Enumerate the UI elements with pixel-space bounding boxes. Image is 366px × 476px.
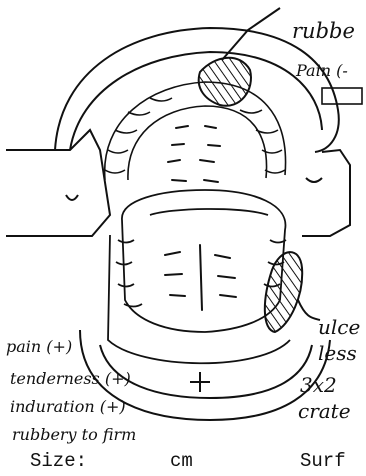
annotation-lesion: less [318,341,357,365]
upper-teeth-arch [105,82,286,180]
checkbox-outline [322,88,362,104]
upper-lesion-hatched [199,58,251,106]
size-label: Size: [30,450,87,471]
annotation-crater: crate [298,399,351,423]
annotation-size-3x2: 3x2 [300,373,337,397]
annotation-pain-negative: Pain (- [295,61,348,80]
upper-lip-outline [55,28,339,152]
annotation-pain-positive: pain (+) [6,337,72,356]
palate-markings [168,126,220,182]
tongue-markings [165,245,236,310]
surface-label: Surf [300,450,346,471]
cheek-outlines [6,130,350,236]
annotation-rubbery: rubbe [292,19,355,43]
lower-arch [108,190,290,363]
annotation-induration: induration (+) [10,397,126,416]
annotation-rubbery-firm: rubbery to firm [12,425,136,444]
annotation-ulcer: ulce [318,315,360,339]
size-unit: cm [170,450,193,471]
annotation-tenderness: tenderness (+) [10,369,131,388]
lower-lesion-pointer [298,300,320,320]
